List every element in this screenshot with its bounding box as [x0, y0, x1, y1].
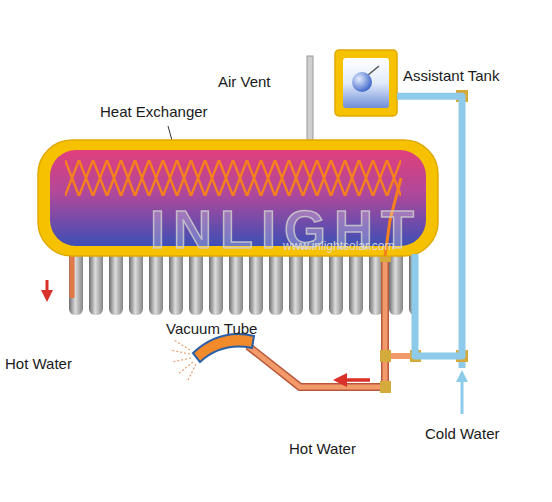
flow-label: Cold Water [425, 426, 499, 443]
assistant-tank: Assistant Tank [335, 50, 397, 116]
pipe-fitting [380, 381, 391, 393]
flow-label: Hot Water [289, 441, 356, 458]
hot-water-pipe [70, 250, 75, 298]
part-label: Air Vent [218, 74, 271, 91]
shower-head [193, 334, 254, 362]
pipe-fitting [380, 350, 391, 362]
flow-arrow [461, 376, 464, 414]
node-outline [335, 50, 397, 116]
node-label: Heat Exchanger [100, 104, 208, 121]
flow-arrow [340, 378, 370, 382]
node-label: Assistant Tank [403, 68, 499, 85]
part-label: Vacuum Tube [166, 321, 257, 338]
hot-water-pipe [248, 250, 385, 387]
float-ball [352, 72, 372, 92]
heat-exchanger-coil [65, 160, 401, 196]
hot-water-pipe [248, 250, 385, 387]
water-spray [170, 340, 196, 380]
tank-water [343, 58, 389, 108]
flow-label: Hot Water [5, 356, 72, 373]
air-vent-pipe [307, 56, 313, 148]
watermark: www.inlightsolar.com [283, 240, 394, 253]
tank-shell [335, 50, 397, 116]
flow-arrow [46, 280, 49, 296]
